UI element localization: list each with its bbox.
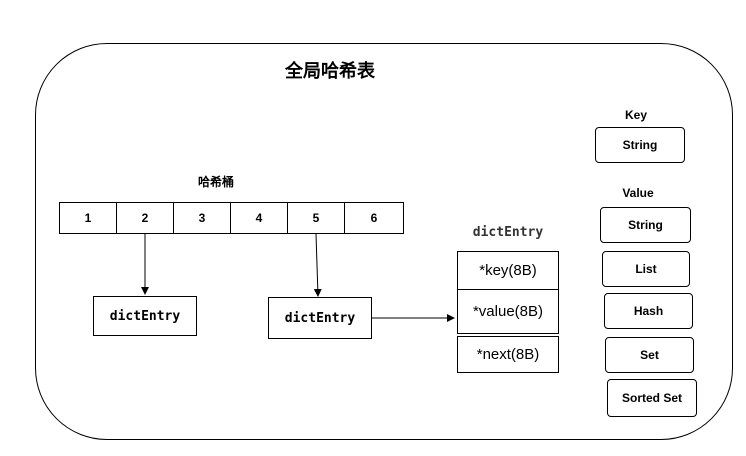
dict-entry-box-middle: dictEntry [268, 297, 372, 339]
value-type-list: List [602, 251, 690, 287]
bucket-cell-1: 1 [59, 202, 117, 234]
arrow-bucket5-to-entry [313, 233, 322, 297]
dict-entry-field-next: *next(8B) [457, 336, 559, 373]
key-types-heading: Key [624, 108, 647, 122]
bucket-cell-5: 5 [287, 202, 345, 234]
value-type-sorted-set: Sorted Set [607, 379, 697, 417]
global-hash-table-frame [35, 43, 733, 440]
value-type-set: Set [605, 337, 694, 373]
dict-entry-box-left: dictEntry [93, 296, 197, 336]
dict-entry-detail-heading: dictEntry [472, 225, 544, 240]
diagram-title: 全局哈希表 [285, 61, 375, 81]
dict-entry-field-value: *value(8B) [457, 289, 559, 334]
key-type-string: String [595, 127, 685, 163]
bucket-cell-4: 4 [230, 202, 288, 234]
value-types-heading: Value [622, 186, 654, 200]
bucket-array-label: 哈希桶 [197, 175, 234, 189]
value-type-hash: Hash [604, 293, 693, 329]
bucket-cell-6: 6 [344, 202, 404, 234]
value-type-string: String [600, 207, 691, 243]
dict-entry-field-key: *key(8B) [457, 251, 559, 290]
